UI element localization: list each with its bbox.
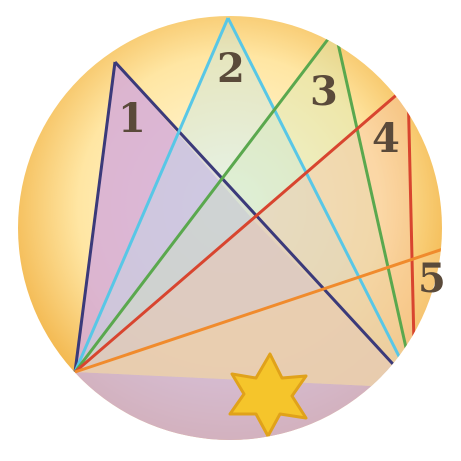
- label-1: 1: [118, 95, 146, 142]
- label-3: 3: [310, 68, 338, 115]
- label-5: 5: [418, 255, 446, 302]
- label-2: 2: [217, 45, 245, 92]
- label-4: 4: [372, 115, 400, 162]
